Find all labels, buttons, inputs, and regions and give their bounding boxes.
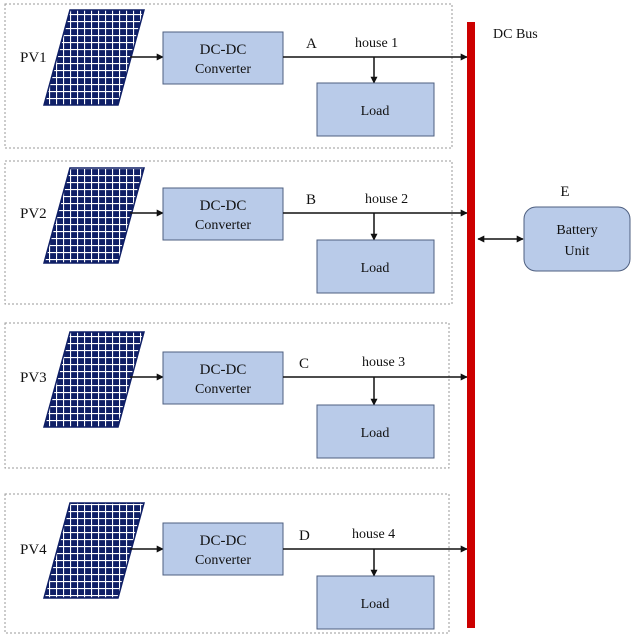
converter-label-line1: DC-DC: [200, 42, 247, 58]
dc-dc-converter-box: [162, 31, 284, 85]
house-label: house 3: [362, 355, 405, 370]
load-label: Load: [361, 261, 390, 276]
load-box: [316, 82, 435, 137]
dc-bus-bar: [467, 22, 475, 628]
converter-label-line2: Converter: [195, 218, 251, 233]
house-frame: [4, 3, 453, 149]
converter-label-line1: DC-DC: [200, 362, 247, 378]
dc-dc-converter-box: [162, 522, 284, 576]
converter-label-line2: Converter: [195, 62, 251, 77]
solar-panel-icon: [43, 502, 145, 599]
load-label: Load: [361, 426, 390, 441]
house-frame: [4, 322, 450, 469]
dc-dc-converter-box: [162, 187, 284, 241]
solar-panel-icon: [43, 331, 145, 428]
load-box: [316, 575, 435, 630]
solar-panel-icon: [43, 167, 145, 264]
battery-label-line1: Battery: [556, 223, 597, 238]
dc-bus-label: DC Bus: [493, 27, 538, 42]
solar-panel-icon: [43, 9, 145, 106]
pv-label: PV1: [20, 50, 47, 66]
load-box: [316, 404, 435, 459]
load-box: [316, 239, 435, 294]
house-label: house 1: [355, 36, 398, 51]
house-frame: [4, 160, 453, 305]
converter-label-line2: Converter: [195, 382, 251, 397]
pv-label: PV4: [20, 542, 47, 558]
node-label: A: [306, 36, 317, 52]
pv-label: PV2: [20, 206, 47, 222]
load-label: Load: [361, 597, 390, 612]
node-label: D: [299, 528, 310, 544]
house-label: house 2: [365, 192, 408, 207]
converter-label-line2: Converter: [195, 553, 251, 568]
load-label: Load: [361, 104, 390, 119]
pv-label: PV3: [20, 370, 47, 386]
converter-label-line1: DC-DC: [200, 533, 247, 549]
house-label: house 4: [352, 527, 395, 542]
converter-label-line1: DC-DC: [200, 198, 247, 214]
node-label: B: [306, 192, 316, 208]
house-frame: [4, 493, 450, 634]
battery-label-line2: Unit: [565, 244, 590, 259]
battery-node-label: E: [560, 184, 569, 200]
node-label: C: [299, 356, 309, 372]
battery-unit-box: [523, 206, 631, 272]
dc-dc-converter-box: [162, 351, 284, 405]
